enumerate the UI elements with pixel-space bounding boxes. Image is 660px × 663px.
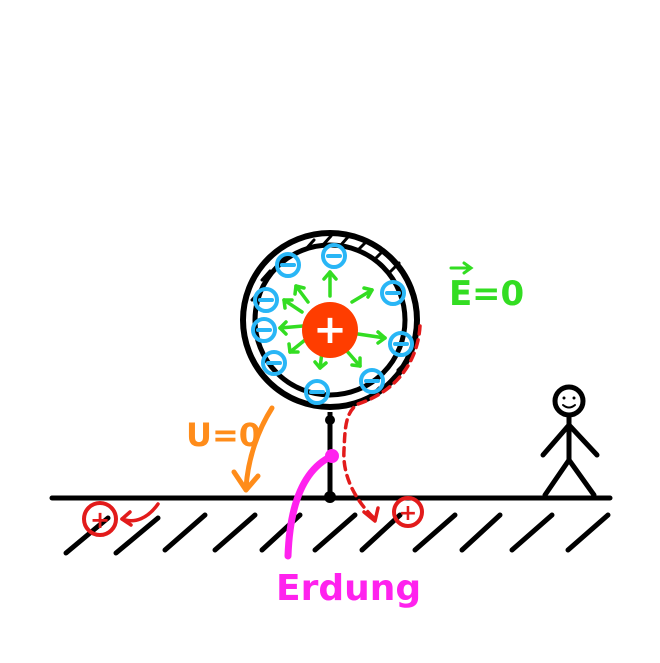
induced-negative-charges	[251, 243, 414, 405]
hollow-sphere	[240, 230, 420, 410]
field-arrow	[322, 270, 338, 298]
field-arrow	[293, 284, 310, 304]
sphere-outer-shell	[240, 230, 420, 410]
flow-path	[342, 324, 422, 520]
field-arrow	[287, 338, 307, 354]
negative-charge	[251, 317, 277, 343]
ground-hatching	[63, 512, 611, 556]
vector-arrow-icon	[449, 261, 474, 275]
ground-charge-sign: +	[399, 501, 417, 526]
negative-charge	[253, 287, 279, 313]
potential-label: U=0	[186, 416, 261, 454]
grounding-label: Erdung	[276, 568, 421, 609]
negative-charge	[388, 331, 414, 357]
flow-arrow-head	[362, 506, 380, 523]
field-equation: =0	[472, 274, 524, 314]
ground-positive-charge-left: +	[82, 501, 160, 537]
negative-charge	[321, 243, 347, 269]
negative-charge	[304, 379, 330, 405]
field-arrows	[278, 270, 387, 370]
field-arrow	[356, 330, 387, 345]
stick-figure-icon	[540, 384, 600, 498]
field-zero-label: E =0	[449, 261, 524, 314]
field-symbol: E	[449, 274, 472, 314]
negative-charge	[359, 368, 385, 394]
grounding-wire	[284, 449, 339, 560]
negative-charge	[380, 280, 406, 306]
potential-label-group: U=0	[186, 405, 275, 493]
field-arrow	[350, 286, 374, 304]
central-positive-charge: +	[302, 302, 358, 358]
ground	[49, 495, 613, 556]
ground-charge-sign: +	[90, 506, 110, 534]
positive-charge-flow	[342, 324, 422, 523]
potential-arrow	[243, 405, 275, 491]
field-arrow	[344, 348, 362, 368]
field-arrow	[282, 298, 304, 314]
negative-charge	[261, 350, 287, 376]
ground-positive-charge-right: +	[392, 496, 424, 528]
center-charge-sign: +	[313, 307, 347, 353]
field-arrow	[278, 320, 305, 336]
negative-charge	[275, 252, 301, 278]
